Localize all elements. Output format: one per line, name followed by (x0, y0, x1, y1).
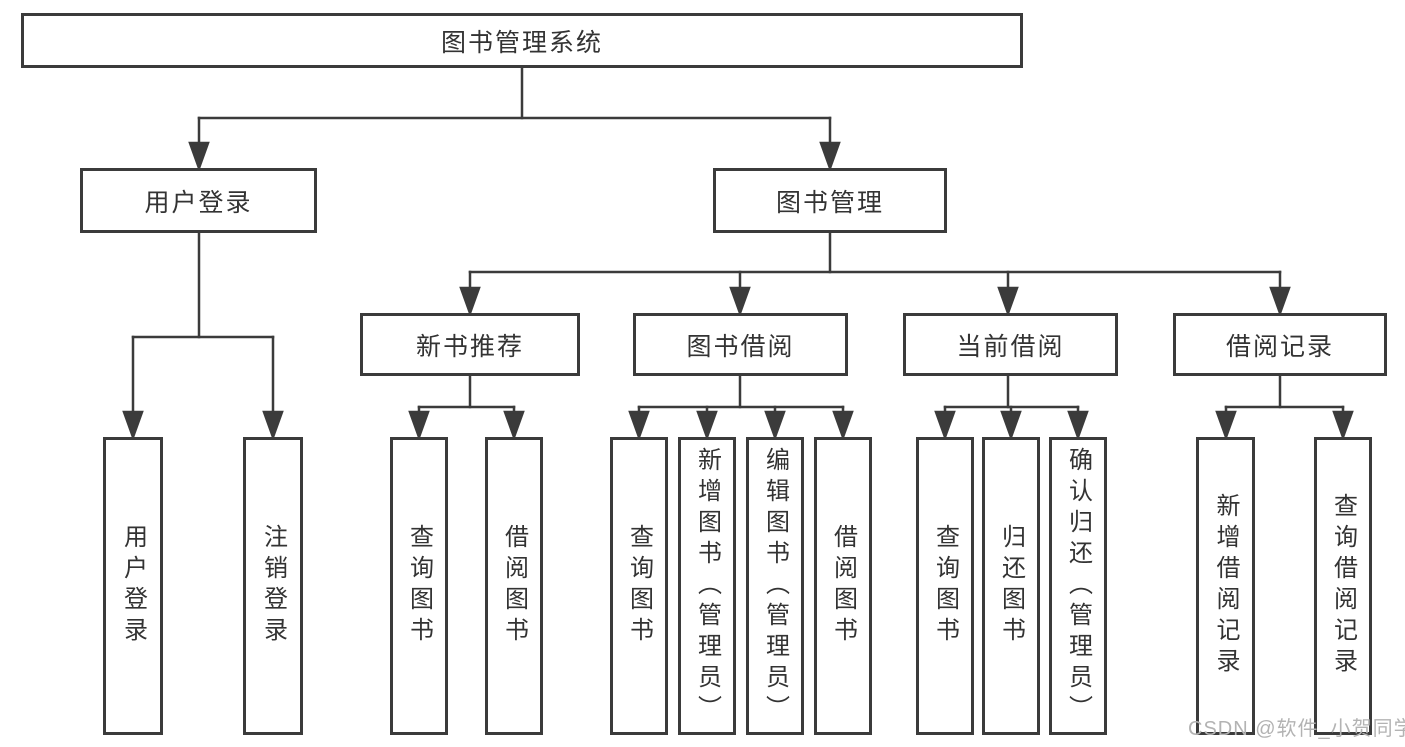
leaf-borrow-add-books-admin: 新增图书（管理员） (678, 437, 736, 735)
arrowhead (1269, 286, 1291, 317)
connector-new-book-recommend-to-leaves (408, 374, 525, 441)
arrowhead (934, 410, 956, 441)
node-book-management: 图书管理 (713, 168, 947, 233)
leaf-current-query-books: 查询图书 (916, 437, 974, 735)
csdn-watermark: CSDN @软件_小贺同学 (1188, 718, 1405, 740)
node-user-login: 用户登录 (80, 168, 317, 233)
leaf-newrec-query-books: 查询图书 (390, 437, 448, 735)
arrowhead (819, 141, 841, 172)
arrowhead (408, 410, 430, 441)
arrowhead (696, 410, 718, 441)
arrowhead (122, 410, 144, 441)
leaf-records-add-borrow-record: 新增借阅记录 (1196, 437, 1255, 735)
connector-user-login-to-leaves (122, 231, 284, 441)
arrowhead (503, 410, 525, 441)
leaf-current-return-books: 归还图书 (982, 437, 1040, 735)
node-current-borrow: 当前借阅 (903, 313, 1118, 376)
leaf-borrow-query-books: 查询图书 (610, 437, 668, 735)
arrowhead (459, 286, 481, 317)
leaf-current-confirm-return-admin: 确认归还（管理员） (1049, 437, 1107, 735)
arrowhead (262, 410, 284, 441)
leaf-borrow-borrow-books: 借阅图书 (814, 437, 872, 735)
connector-borrow-records-to-leaves (1215, 374, 1354, 441)
arrowhead (1215, 410, 1237, 441)
node-library-system: 图书管理系统 (21, 13, 1023, 68)
arrowhead (188, 141, 210, 172)
node-new-book-recommend: 新书推荐 (360, 313, 580, 376)
leaf-newrec-borrow-books: 借阅图书 (485, 437, 543, 735)
arrowhead (832, 410, 854, 441)
connector-root-to-level2 (188, 66, 841, 172)
arrowhead (729, 286, 751, 317)
arrowhead (1000, 410, 1022, 441)
node-book-borrow: 图书借阅 (633, 313, 848, 376)
connector-current-borrow-to-leaves (934, 374, 1089, 441)
leaf-borrow-edit-books-admin: 编辑图书（管理员） (746, 437, 804, 735)
leaf-logout-login: 注销登录 (243, 437, 303, 735)
connector-book-borrow-to-leaves (628, 374, 854, 441)
connector-book-management-to-level3 (459, 231, 1291, 317)
arrowhead (1067, 410, 1089, 441)
arrowhead (628, 410, 650, 441)
arrowhead (764, 410, 786, 441)
leaf-records-query-borrow-record: 查询借阅记录 (1314, 437, 1372, 735)
arrowhead (997, 286, 1019, 317)
leaf-user-login: 用户登录 (103, 437, 163, 735)
arrowhead (1332, 410, 1354, 441)
node-borrow-records: 借阅记录 (1173, 313, 1387, 376)
